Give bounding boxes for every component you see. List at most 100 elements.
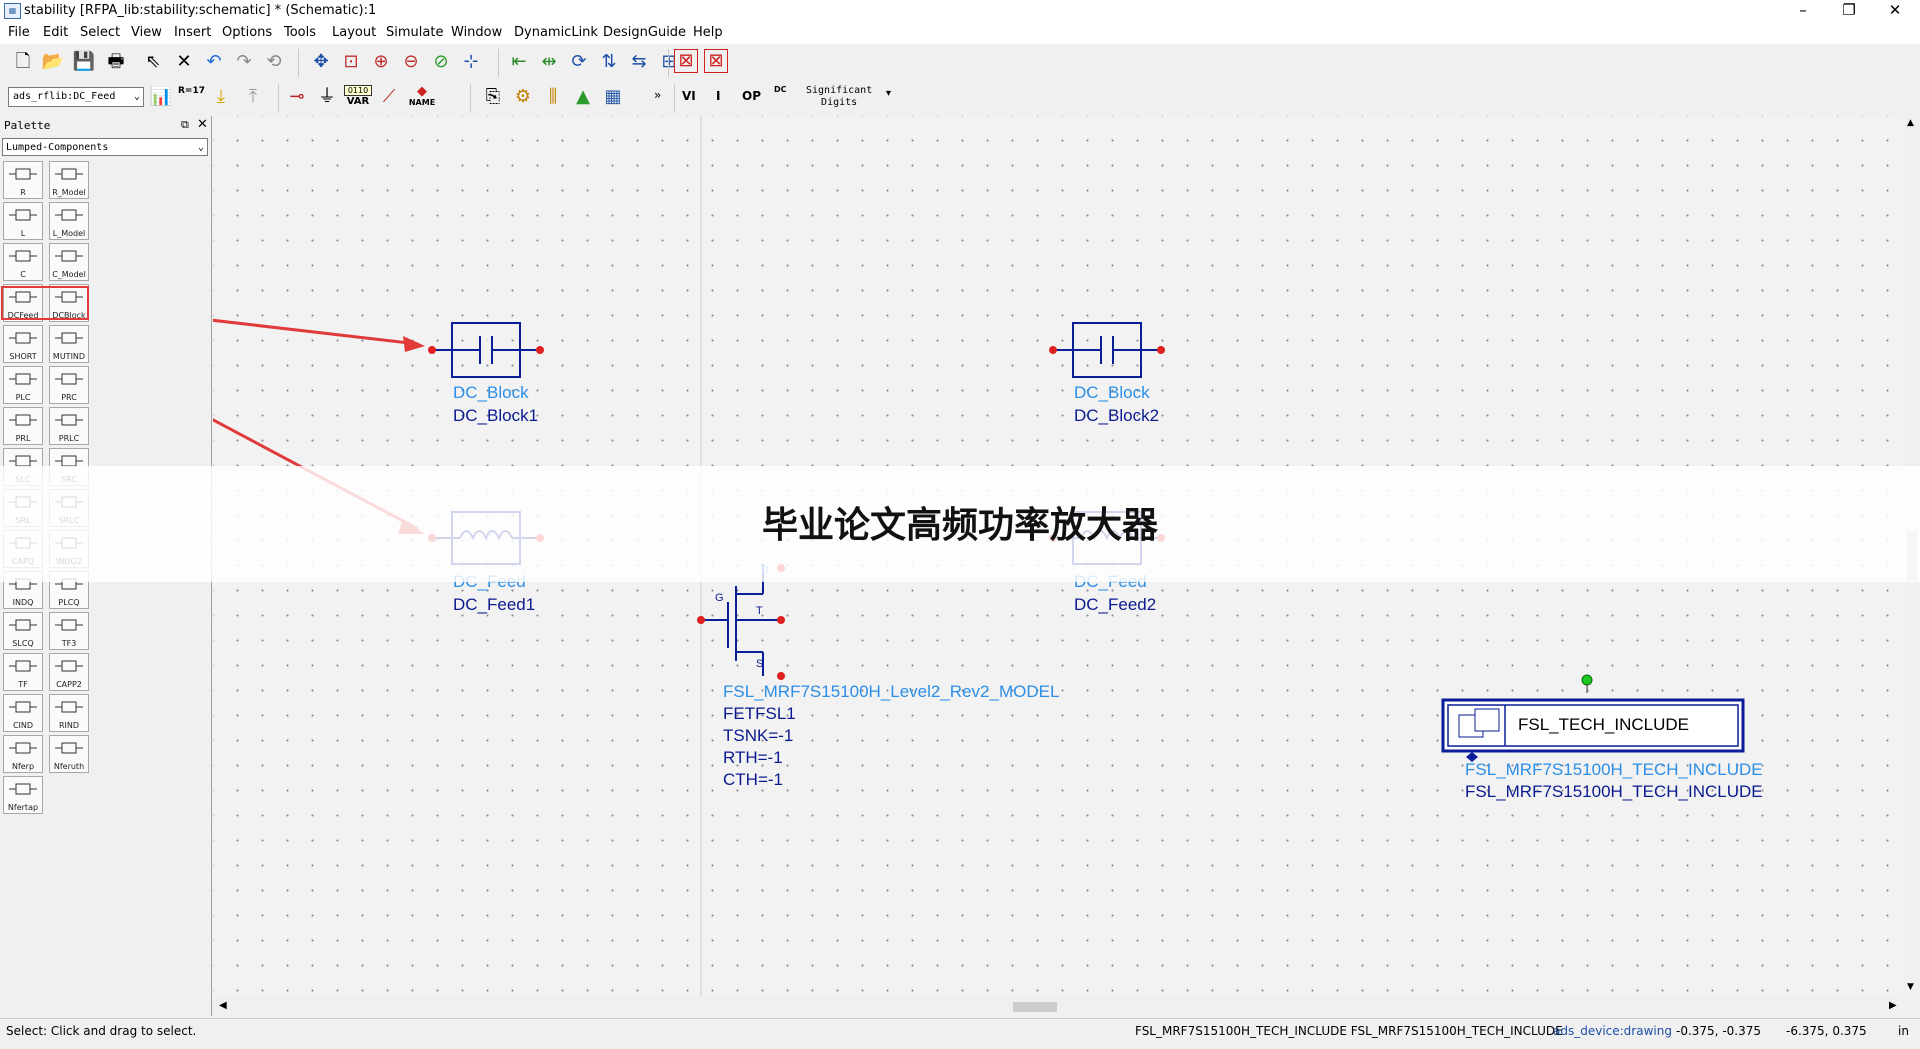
deactivate-icon[interactable]: ⊠ [674, 49, 698, 73]
more-tools-button[interactable]: » [654, 88, 662, 102]
menu-layout[interactable]: Layout [332, 25, 377, 40]
palette-item-l[interactable]: L [3, 202, 43, 240]
operating-point-icon[interactable]: OP [742, 89, 761, 103]
move-icon[interactable]: ✥ [313, 51, 329, 72]
palette-item-short[interactable]: SHORT [3, 325, 43, 363]
horizontal-scrollbar[interactable]: ◀ ▶ [213, 998, 1903, 1016]
simulate-icon[interactable]: ▲ [576, 86, 590, 107]
dc-annotation-icon[interactable]: DC [774, 85, 787, 94]
palette-item-nferuth[interactable]: Nferuth [49, 735, 89, 773]
menu-file[interactable]: File [8, 25, 30, 40]
annotate-voltage-icon[interactable]: VI [682, 89, 696, 103]
mirror-icon[interactable]: ⇅ [601, 51, 617, 72]
menu-help[interactable]: Help [693, 25, 723, 40]
palette-item-nfertap[interactable]: Nfertap [3, 776, 43, 814]
var-equation-icon[interactable]: 0110 VAR [344, 85, 372, 107]
wire-icon[interactable]: ⟋ [382, 86, 396, 107]
zoom-in-icon[interactable]: ⊕ [373, 51, 389, 72]
palette-item-capp2[interactable]: CAPP2 [49, 653, 89, 691]
zoom-fit-icon[interactable]: ⊘ [433, 51, 449, 72]
significant-digits-button[interactable]: Significant Digits [806, 85, 873, 108]
align-left-icon[interactable]: ⇤ [511, 51, 527, 72]
port-icon[interactable]: ⊸ [289, 86, 305, 107]
palette-item-l_model[interactable]: L_Model [49, 202, 89, 240]
upload-icon[interactable]: ⤒ [249, 86, 257, 107]
redo-icon[interactable]: ↷ [236, 51, 252, 72]
flip-icon[interactable]: ⇆ [631, 51, 647, 72]
palette-category-select[interactable]: Lumped-Components ⌄ [2, 138, 208, 156]
component-symbol-icon [8, 698, 38, 716]
palette-item-dcblock[interactable]: DCBlock [49, 284, 89, 322]
save-icon[interactable]: 💾 [72, 51, 96, 72]
download-icon[interactable]: ⤓ [217, 86, 225, 107]
component-symbol-icon [8, 247, 38, 265]
schematic-symbol-icon[interactable]: ⎘ [485, 86, 501, 107]
palette-item-c_model[interactable]: C_Model [49, 243, 89, 281]
annotate-current-icon[interactable]: I [716, 89, 720, 103]
component-parameter-icon[interactable]: R=17 [178, 86, 205, 96]
palette-item-c[interactable]: C [3, 243, 43, 281]
library-browser-icon[interactable]: 📊 [149, 86, 173, 107]
scroll-right-icon[interactable]: ▶ [1889, 1000, 1897, 1011]
palette-item-tf[interactable]: TF [3, 653, 43, 691]
palette-item-dcfeed[interactable]: DCFeed [3, 284, 43, 322]
caret-down-icon[interactable]: ▾ [886, 88, 892, 99]
zoom-area-icon[interactable]: ⊡ [343, 51, 359, 72]
undo-icon[interactable]: ↶ [206, 51, 222, 72]
palette-item-r[interactable]: R [3, 161, 43, 199]
scroll-left-icon[interactable]: ◀ [219, 1000, 227, 1011]
menu-simulate[interactable]: Simulate [386, 25, 444, 40]
menu-select[interactable]: Select [80, 25, 121, 40]
dc-block2-symbol[interactable] [1049, 322, 1165, 378]
menu-edit[interactable]: Edit [43, 25, 69, 40]
zoom-out-icon[interactable]: ⊖ [403, 51, 419, 72]
palette-item-cind[interactable]: CIND [3, 694, 43, 732]
ground-icon[interactable]: ⏚ [318, 86, 336, 107]
scroll-down-icon[interactable]: ▼ [1907, 982, 1914, 992]
tech-include-symbol[interactable] [1441, 674, 1745, 762]
component-symbol-icon [8, 616, 38, 634]
menu-insert[interactable]: Insert [174, 25, 212, 40]
palette-close-icon[interactable]: ✕ [197, 117, 208, 132]
palette-item-mutind[interactable]: MUTIND [49, 325, 89, 363]
scroll-up-icon[interactable]: ▲ [1907, 118, 1914, 128]
maximize-button[interactable]: ❐ [1842, 1, 1856, 19]
palette-item-prl[interactable]: PRL [3, 407, 43, 445]
new-file-icon[interactable]: 🗋 [15, 51, 31, 72]
component-library-select[interactable]: ads_rflib:DC_Feed ⌄ [8, 87, 144, 107]
history-icon[interactable]: ⟲ [266, 51, 282, 72]
display-data-icon[interactable]: ▦ [604, 86, 622, 107]
dc-block1-symbol[interactable] [428, 322, 544, 378]
pan-icon[interactable]: ⊹ [463, 51, 479, 72]
align-center-icon[interactable]: ⇹ [541, 51, 557, 72]
menu-tools[interactable]: Tools [284, 25, 317, 40]
palette-item-r_model[interactable]: R_Model [49, 161, 89, 199]
rotate-icon[interactable]: ⟳ [571, 51, 587, 72]
close-button[interactable]: ✕ [1888, 1, 1902, 19]
palette-item-slcq[interactable]: SLCQ [3, 612, 43, 650]
select-arrow-icon[interactable]: ⇖ [145, 51, 161, 72]
menu-options[interactable]: Options [222, 25, 273, 40]
palette-item-prlc[interactable]: PRLC [49, 407, 89, 445]
open-folder-icon[interactable]: 📂 [41, 51, 65, 72]
menu-designguide[interactable]: DesignGuide [603, 25, 687, 40]
simulate-settings-icon[interactable]: ⚙ [514, 86, 532, 107]
menu-view[interactable]: View [131, 25, 162, 40]
tuning-icon[interactable]: ⫼ [548, 86, 558, 107]
name-icon[interactable]: ◆ NAME [406, 85, 438, 107]
menu-window[interactable]: Window [451, 25, 503, 40]
palette-item-tf3[interactable]: TF3 [49, 612, 89, 650]
print-icon[interactable]: 🖶 [107, 51, 125, 72]
activate-icon[interactable]: ⊠ [704, 49, 728, 73]
palette-item-nferp[interactable]: Nferp [3, 735, 43, 773]
palette-item-prc[interactable]: PRC [49, 366, 89, 404]
palette-item-rind[interactable]: RIND [49, 694, 89, 732]
palette-item-plc[interactable]: PLC [3, 366, 43, 404]
snap-icon[interactable]: ⊞ [661, 51, 677, 72]
horizontal-scroll-thumb[interactable] [1013, 1002, 1057, 1012]
minimize-button[interactable]: – [1799, 1, 1807, 19]
menu-dynamiclink[interactable]: DynamicLink [514, 25, 598, 40]
palette-item-label: L_Model [52, 229, 86, 238]
undock-icon[interactable]: ⧉ [181, 118, 189, 131]
delete-icon[interactable]: ✕ [176, 51, 192, 72]
